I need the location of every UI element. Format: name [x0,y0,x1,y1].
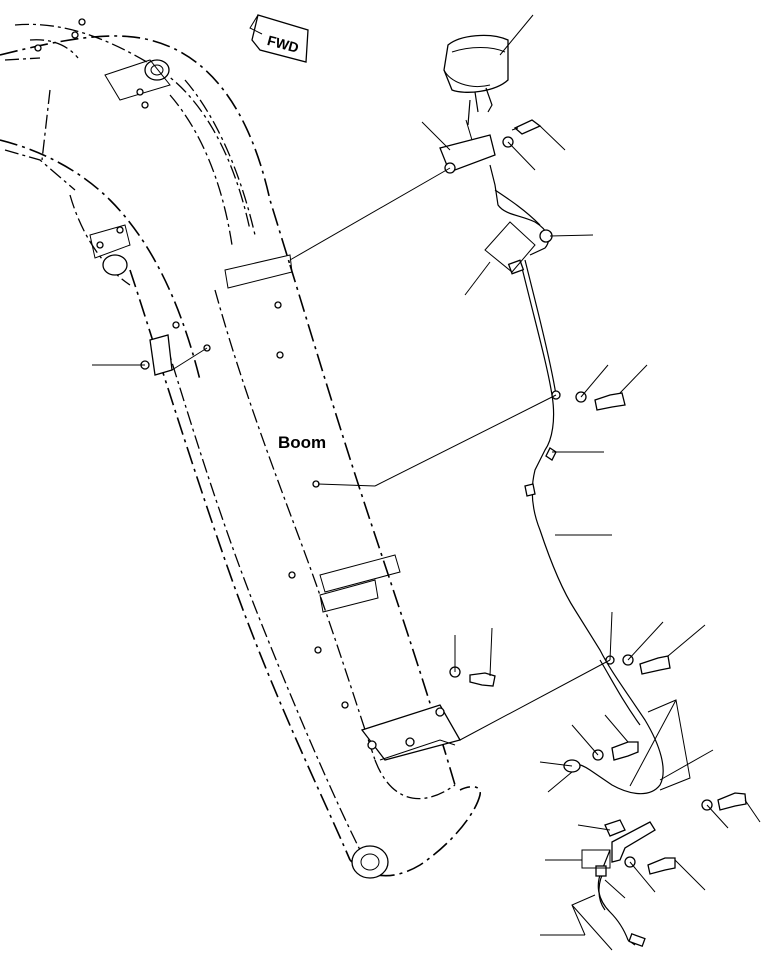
boom-fittings [34,18,349,709]
harness-clamps [524,390,615,665]
lower-bracket [563,759,656,863]
harness-tag-lower [581,849,611,869]
boom-tip-pin [351,845,389,879]
fwd-marker: FWD [249,14,309,63]
wiring-harness [489,164,664,795]
left-clip [140,321,211,376]
boom-clamp-plates [224,254,401,613]
lower-cable [595,849,646,947]
group-brackets [571,699,691,951]
harness-tag-top [484,221,536,273]
leader-lines [92,14,761,936]
harness-connector-top [507,229,553,275]
arrow-icon [249,14,263,35]
fwd-text: FWD [266,32,301,56]
mid-bolts [449,391,671,761]
cylinder-mount [104,59,171,101]
boom-foot-pin [89,224,131,276]
work-lamp [443,34,509,126]
boom-label: Boom [278,433,326,452]
lamp-bolts [502,119,542,148]
lamp-bracket [439,119,496,174]
